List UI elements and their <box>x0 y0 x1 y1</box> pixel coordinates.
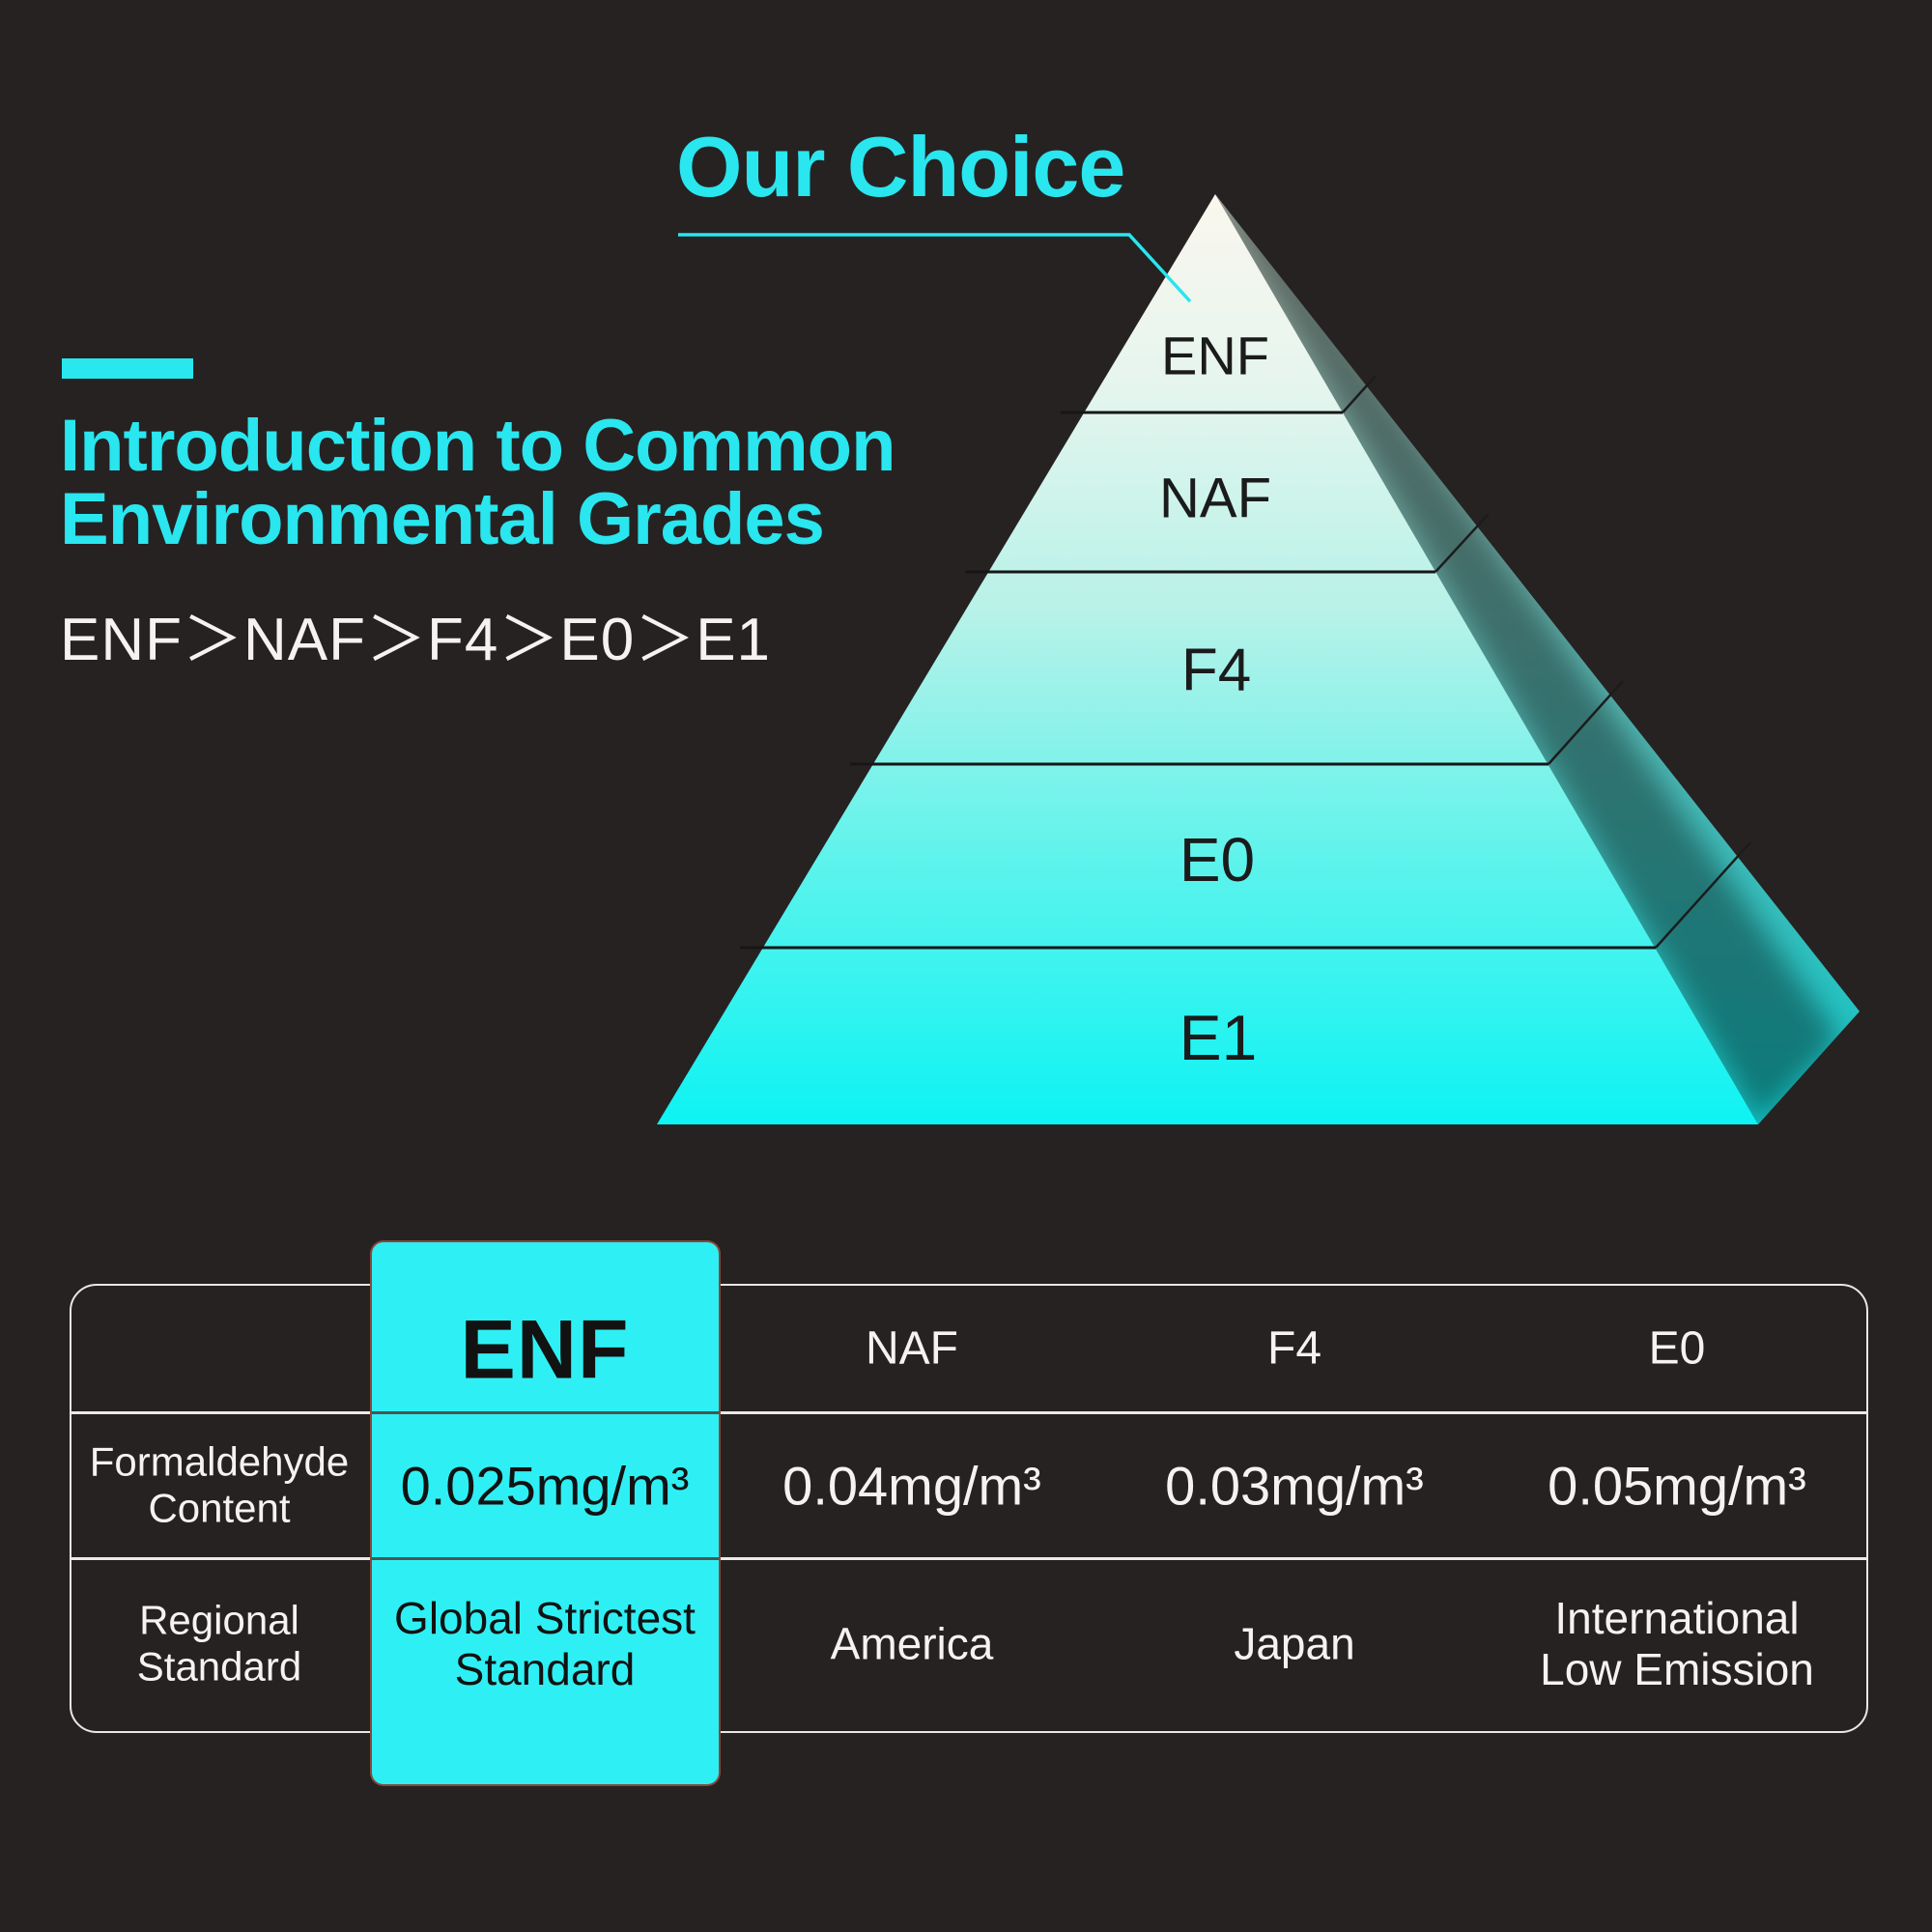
intro-heading-line2: Environmental Grades <box>60 478 825 560</box>
standard-value-f4: Japan <box>1234 1618 1355 1669</box>
comparison-table-frame <box>70 1284 1868 1733</box>
pyramid-front-face <box>657 194 1758 1124</box>
table-header-naf: NAF <box>866 1322 958 1375</box>
intro-heading-line1: Introduction to Common <box>60 405 896 487</box>
intro-heading: Introduction to Common Environmental Gra… <box>60 405 896 560</box>
enf-card-divider-1 <box>372 1411 719 1414</box>
pyramid-level-enf: ENF <box>1161 325 1269 386</box>
enf-card-divider-2 <box>372 1557 719 1560</box>
pyramid-level-e1: E1 <box>1179 1002 1258 1073</box>
our-choice-label: Our Choice <box>676 119 1125 214</box>
enf-highlight-card <box>370 1240 721 1786</box>
table-header-e0: E0 <box>1648 1322 1706 1375</box>
row-label-formaldehyde-content: Formaldehyde Content <box>89 1438 350 1531</box>
callout-line <box>678 233 1192 303</box>
table-row-divider-1 <box>71 1411 1866 1414</box>
content-value-naf: 0.04mg/m³ <box>782 1455 1041 1517</box>
table-row-divider-2 <box>71 1557 1866 1560</box>
pyramid-level-e0: E0 <box>1179 825 1256 895</box>
standard-value-e0: International Low Emission <box>1540 1593 1814 1694</box>
pyramid-front-dividers <box>740 411 1656 950</box>
table-header-enf: ENF <box>460 1303 630 1397</box>
pyramid-side-dividers <box>1342 375 1751 949</box>
row-label-regional-standard: Regional Standard <box>136 1597 302 1690</box>
standard-value-enf: Global Strictest Standard <box>394 1593 696 1694</box>
content-value-enf: 0.025mg/m³ <box>400 1455 690 1517</box>
content-value-f4: 0.03mg/m³ <box>1165 1455 1424 1517</box>
grade-ranking-text: ENF＞NAF＞F4＞E0＞E1 <box>60 607 772 673</box>
pyramid-level-naf: NAF <box>1159 467 1271 530</box>
content-value-e0: 0.05mg/m³ <box>1548 1455 1806 1517</box>
standard-value-naf: America <box>830 1618 994 1669</box>
pyramid-edge-shadow <box>1215 194 1840 1124</box>
accent-bar <box>62 358 193 379</box>
table-header-f4: F4 <box>1266 1322 1322 1375</box>
pyramid-level-f4: F4 <box>1180 637 1252 704</box>
